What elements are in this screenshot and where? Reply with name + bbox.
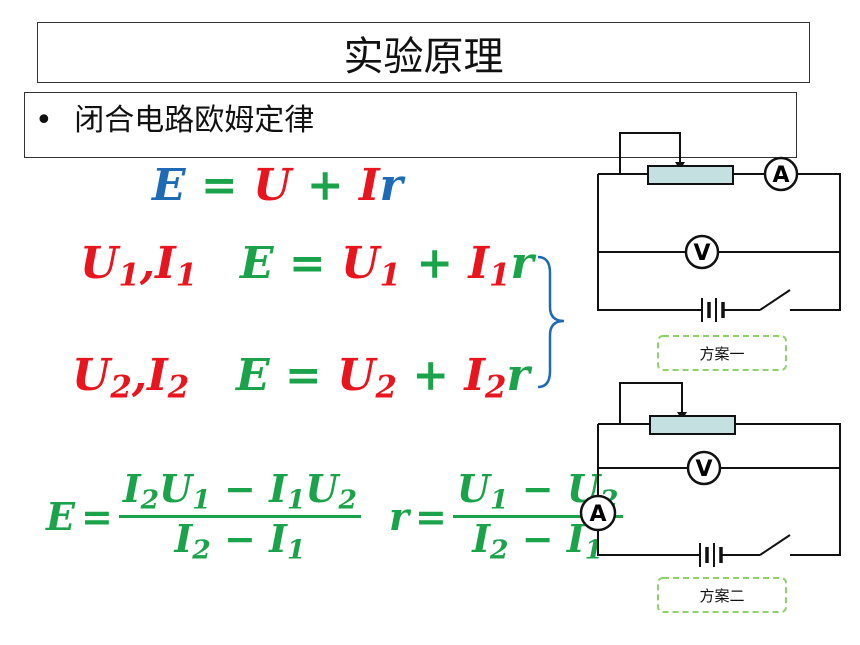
- caption-1: 方案一: [699, 345, 744, 363]
- brace: [537, 255, 565, 389]
- caption-box-2: [657, 577, 787, 613]
- sol-E: E: [46, 493, 75, 539]
- bullet-list: • 闭合电路欧姆定律: [24, 92, 797, 158]
- rheostat-2: [649, 415, 736, 435]
- voltmeter-2: V: [686, 450, 722, 486]
- svg-text:V: V: [695, 457, 712, 482]
- voltmeter-1: V: [684, 234, 720, 270]
- svg-text:A: A: [772, 163, 789, 188]
- main-equation: E = U + Ir: [152, 160, 403, 211]
- rheostat: [647, 165, 734, 185]
- page-title: 实验原理: [37, 22, 810, 83]
- bullet-marker: •: [35, 103, 53, 138]
- svg-text:V: V: [693, 241, 710, 266]
- solution-equations: E = I2U1 − I1U2 I2 − I1 r = U1 − U2 I2 −…: [46, 468, 623, 565]
- eq-r: r: [379, 160, 403, 211]
- sol-r: r: [389, 493, 410, 539]
- svg-text:A: A: [589, 502, 606, 527]
- circuit-diagram-2: A V 方案二: [579, 382, 841, 613]
- bullet-text: 闭合电路欧姆定律: [74, 103, 315, 138]
- eq-E: E: [152, 160, 186, 211]
- eq-plus: +: [306, 160, 344, 211]
- caption-box-1: [657, 335, 787, 371]
- eq-equals: =: [200, 160, 238, 211]
- ammeter-2: A: [579, 494, 617, 532]
- circuit-diagram-1: A V 方案一: [597, 132, 841, 371]
- row2-labels: U2,I2: [72, 350, 190, 406]
- E-fraction: I2U1 − I1U2 I2 − I1: [118, 468, 362, 565]
- eq-I: I: [358, 160, 380, 211]
- ammeter-1: A: [763, 156, 799, 192]
- row2-equation: E = U2 + I2r: [236, 350, 530, 406]
- row1-labels: U1,I1: [80, 238, 198, 294]
- row1-equation: E = U1 + I1r: [240, 238, 534, 294]
- eq-U: U: [253, 160, 292, 211]
- caption-2: 方案二: [699, 587, 744, 605]
